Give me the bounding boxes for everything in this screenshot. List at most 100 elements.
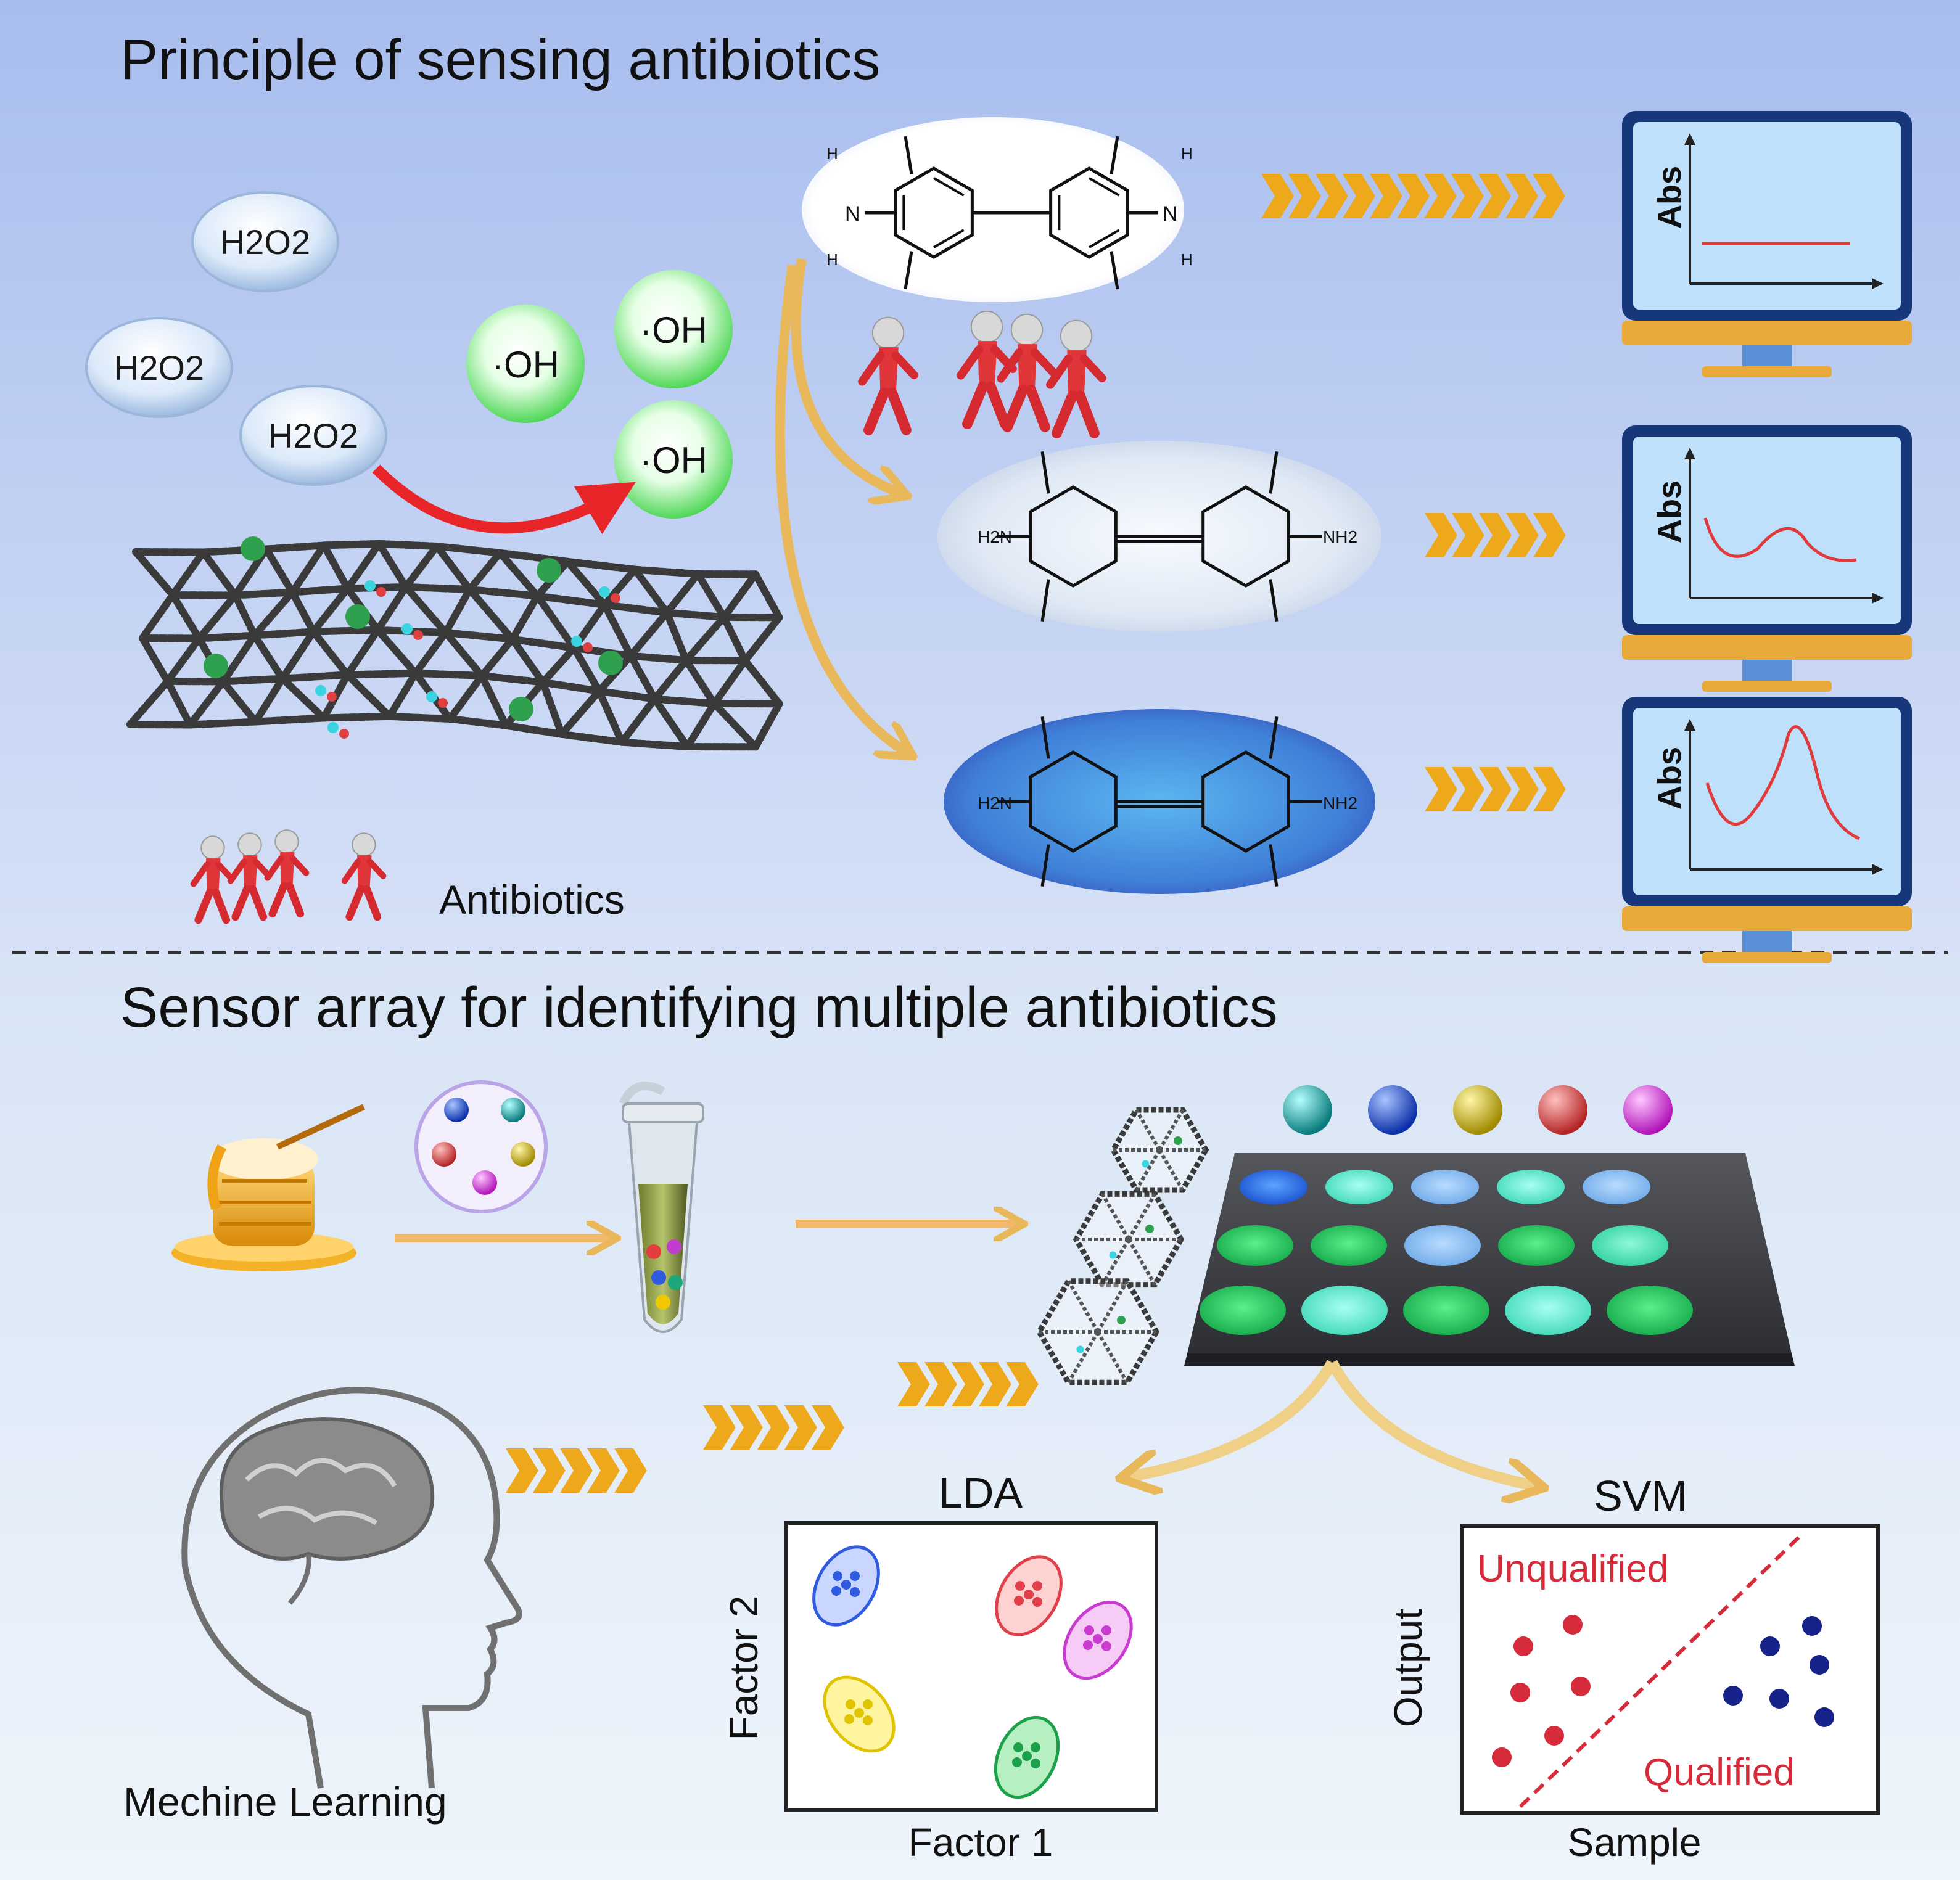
sensor-well [1325,1170,1393,1204]
lda-point [1022,1751,1032,1761]
runner-head [352,832,376,857]
sensor-well [1411,1170,1479,1204]
metal-node [204,654,228,678]
cof-bond [442,628,486,679]
cof-bond [279,675,327,722]
methyl-group [1110,251,1119,290]
svm-unqualified-point [1492,1747,1512,1767]
ligand-atom [1076,1345,1084,1353]
hydrogen-label: H [826,144,838,163]
cof-bond [402,583,474,593]
cof-bond [289,585,352,596]
oxtmb-structure [997,451,1322,622]
cof-bond [682,656,719,707]
cof-bond [466,549,504,593]
cof-bond [319,712,393,722]
cof-bond [694,570,728,621]
monitor-base [1702,366,1832,377]
monitor-base [1702,952,1832,963]
hexagon-spoke [1096,1331,1129,1384]
chevron-arrow [1533,513,1566,557]
chevron-arrow [924,1362,957,1406]
chevron-arrow [1533,767,1566,811]
runner-legs [1052,390,1100,438]
chevron-arrow [506,1448,538,1493]
svm-plot-frame [1460,1524,1880,1815]
methyl-group [1110,136,1119,174]
cof-bond [433,542,504,557]
runner-head [1060,319,1093,353]
metal-node [1174,1136,1182,1145]
ligand-atom [1142,1160,1150,1168]
hexagon-spoke [1066,1280,1100,1333]
lda-point [1015,1581,1025,1591]
chevron-arrow [1424,174,1457,218]
chevron-arrow [1478,174,1511,218]
cof-bond [344,540,383,593]
metal-node [1117,1316,1126,1324]
chevron-arrow [1288,174,1321,218]
sensor-well [1301,1286,1388,1335]
runner-head [237,832,262,857]
runner-arms [264,855,310,881]
benzene-ring [1029,750,1118,853]
chevron-arrow [1261,174,1294,218]
cof-bond [186,718,260,729]
svm-qualified-point [1814,1707,1834,1727]
sensor-well [1498,1225,1575,1266]
sensor-well [1200,1286,1286,1335]
cof-bond [631,565,671,617]
chevron-arrow [560,1448,593,1493]
lda-point [1032,1597,1042,1607]
cof-bond [466,585,541,600]
analysis-arrow [1129,1360,1337,1477]
lda-point [1093,1634,1103,1644]
cof-bond [442,628,516,643]
runner-legs [863,387,912,435]
chevron-arrow [812,1405,844,1450]
cof-bond [132,548,177,599]
cof-bond [289,541,328,596]
chevron-arrow [1533,174,1565,218]
sensor-well [1583,1170,1650,1204]
cof-bond [344,669,419,679]
lda-point [1032,1581,1042,1591]
ligand-atom [364,580,376,591]
h2o2-bubble: H2O2 [85,317,233,418]
tmb-structure [865,136,1158,290]
svm-qualified-point [1760,1636,1780,1656]
ligand-atom [426,691,437,702]
hexagon-spoke [1100,1238,1130,1286]
cof-bond [627,652,690,664]
cof-bond [683,699,719,750]
ligand-atom [599,586,610,597]
hydroxyl-radical-bubble: ·OH [466,305,585,423]
cof-bond [138,634,171,685]
cof-bond [618,738,691,750]
svm-unqualified-point [1513,1636,1533,1656]
antibiotics-legend-figures [190,829,387,924]
double-bond [933,177,965,197]
runner-head [274,829,299,854]
runner-legs [345,885,382,921]
hexagon-spoke [1158,1109,1185,1151]
cof-bond [344,671,393,720]
cof-bond [651,695,719,707]
chevron-arrow [1370,174,1402,218]
chevron-arrow [1452,767,1484,811]
cof-bond [374,626,419,677]
benzene-ring [1029,485,1118,588]
cof-bond [374,583,410,634]
double-bond [933,229,965,248]
svm-qualified-point [1802,1616,1822,1636]
monitor-bezel [1622,321,1912,345]
chevron-arrow [1451,174,1484,218]
hexagon-spoke [1127,1192,1157,1241]
cof-bond [262,541,328,553]
lda-point [1084,1625,1094,1635]
chevron-arrow [1506,513,1539,557]
chevron-arrow [1479,767,1512,811]
lda-point [1083,1640,1093,1650]
cof-bond [478,635,516,679]
monitor-x-arrowhead [1872,278,1884,289]
